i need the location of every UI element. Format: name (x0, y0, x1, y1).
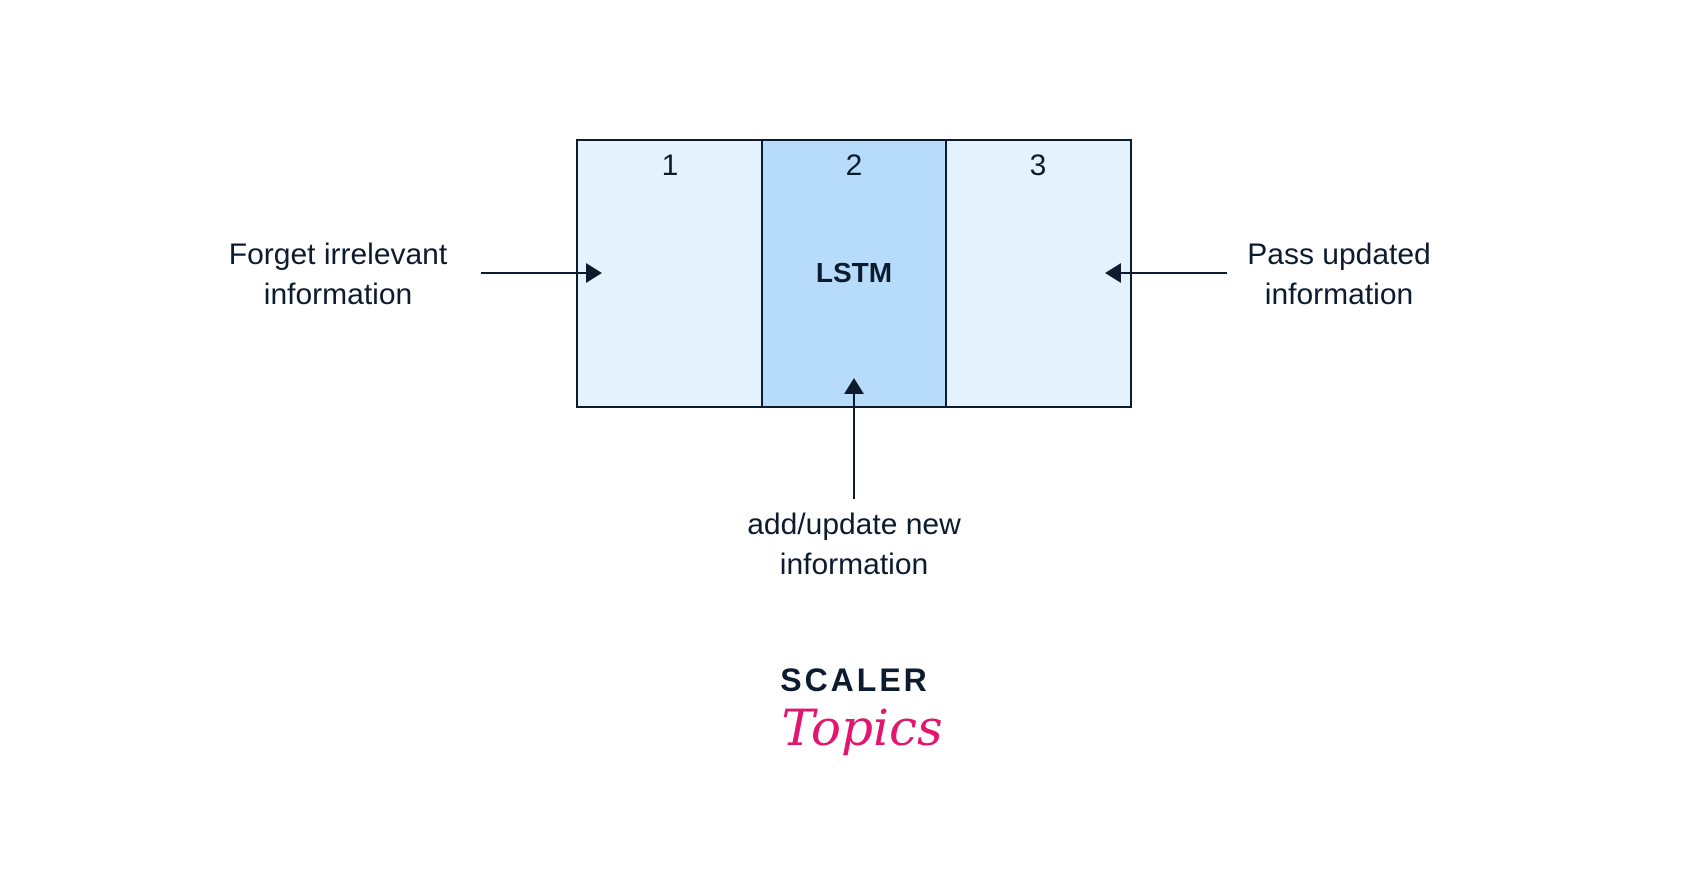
section-3 (945, 139, 1132, 408)
section-1-number: 1 (661, 149, 679, 182)
section-2-number: 2 (845, 149, 863, 182)
left-annotation-line1: Forget irrelevant (228, 238, 448, 271)
section-3-number: 3 (1029, 149, 1047, 182)
right-annotation-line1: Pass updated (1247, 238, 1431, 271)
logo-scaler: SCALER (780, 662, 930, 698)
right-arrow-head (1105, 263, 1121, 283)
section-1 (576, 139, 763, 408)
left-annotation-line2: information (263, 278, 413, 311)
left-arrow-head (586, 263, 602, 283)
center-label: LSTM (815, 257, 893, 288)
section-2 (761, 139, 947, 408)
logo-topics: Topics (781, 699, 943, 757)
bottom-annotation-line1: add/update new (747, 508, 961, 541)
right-annotation-line2: information (1264, 278, 1414, 311)
bottom-annotation-line2: information (779, 548, 929, 581)
bottom-arrow-head (844, 378, 864, 394)
